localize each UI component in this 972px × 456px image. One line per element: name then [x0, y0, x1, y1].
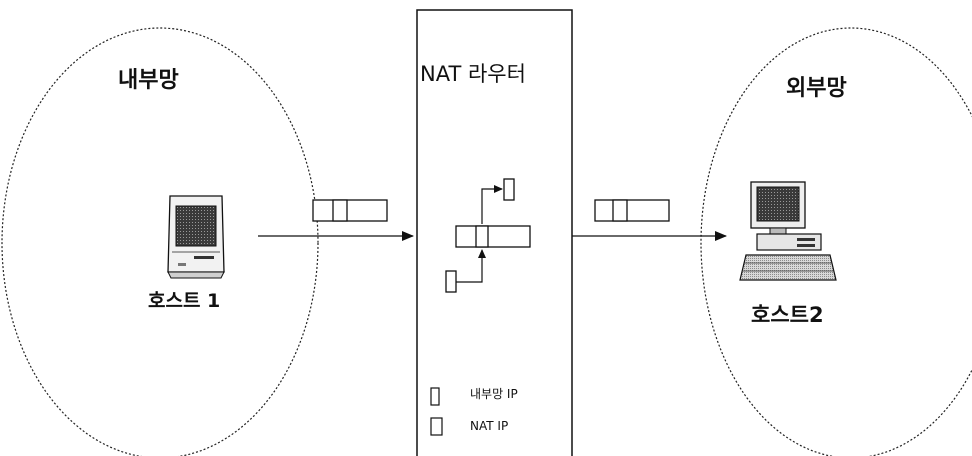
classic-mac-computer-icon — [168, 196, 224, 278]
internal-ip-box — [446, 271, 456, 292]
legend-internal-ip-label: 내부망 IP — [470, 388, 518, 400]
nat-router-label: NAT 라우터 — [420, 64, 526, 85]
legend-internal-ip-icon — [431, 388, 439, 405]
internal-network-label: 내부망 — [118, 70, 179, 92]
nat-ip-box — [504, 179, 514, 200]
desktop-pc-icon — [740, 182, 836, 280]
host1-label: 호스트 1 — [148, 292, 220, 311]
packet-in-router — [456, 226, 530, 247]
host2-label: 호스트2 — [751, 305, 824, 326]
legend-nat-ip-label: NAT IP — [470, 420, 508, 432]
packet-incoming — [313, 200, 387, 221]
packet-outgoing — [595, 200, 669, 221]
legend-nat-ip-icon — [431, 418, 442, 435]
external-network-label: 외부망 — [786, 78, 847, 100]
